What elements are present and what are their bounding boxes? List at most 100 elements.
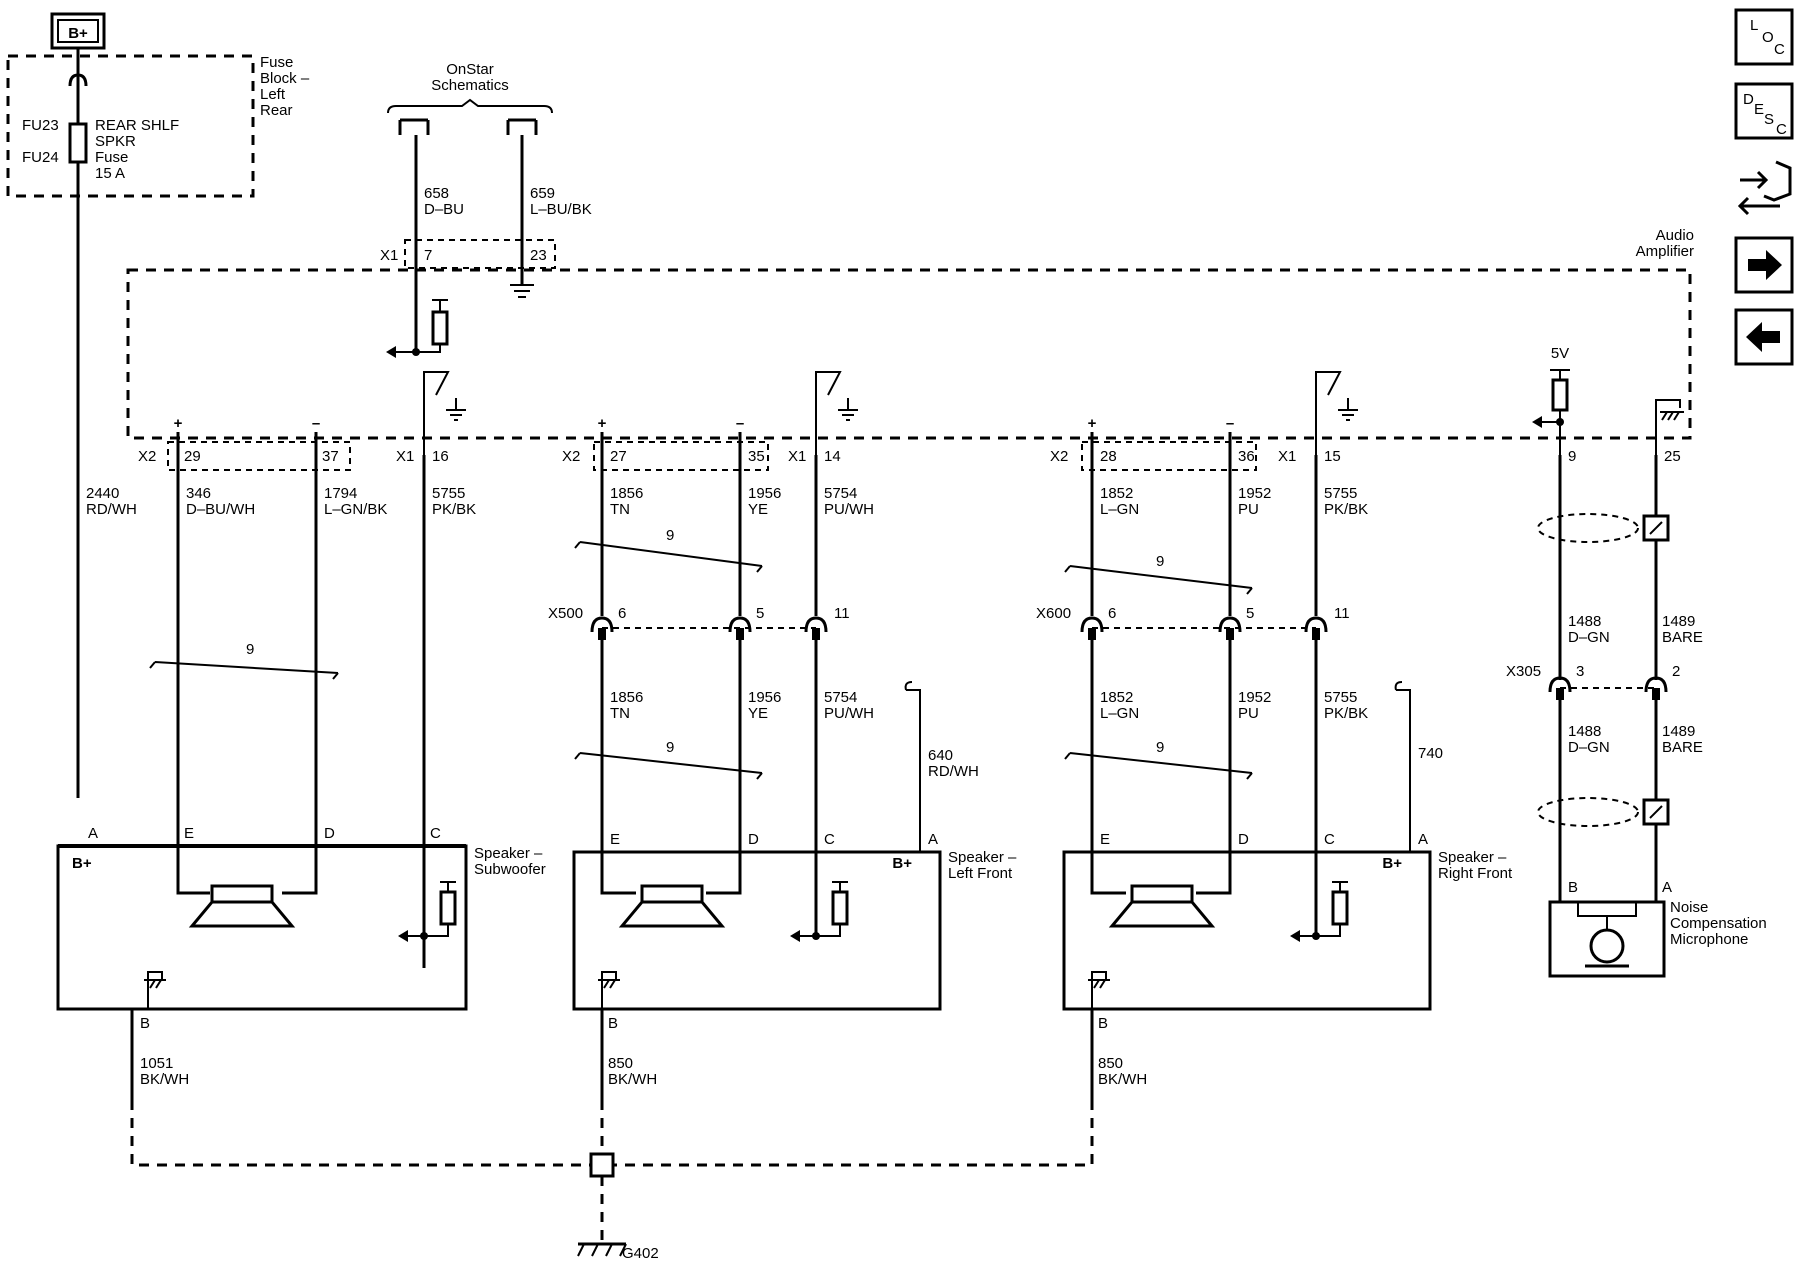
diagram-label: S <box>1764 111 1774 128</box>
diagram-label: E <box>1754 101 1764 118</box>
diagram-label: 5V <box>1551 345 1569 362</box>
diagram-label: Fuse <box>260 54 293 71</box>
diagram-label: X1 <box>1278 448 1296 465</box>
diagram-label: C <box>1776 121 1787 138</box>
diagram-label: 23 <box>530 247 547 264</box>
diagram-label: C <box>430 825 441 842</box>
amp-internal-grounds <box>423 371 1358 455</box>
diagram-label: RD/WH <box>928 763 979 780</box>
diagram-label: 9 <box>246 641 254 658</box>
diagram-label: 1852 <box>1100 485 1133 502</box>
onstar-schematics-reference: OnStar Schematics 658 D–BU 659 L–BU/BK <box>387 61 592 352</box>
diagram-label: 1952 <box>1238 689 1271 706</box>
fuse-block-left-rear: Fuse Block – Left Rear FU23 FU24 REAR SH… <box>6 48 310 798</box>
diagram-label: A <box>1418 831 1428 848</box>
diagram-label: C <box>1324 831 1335 848</box>
diagram-label: O <box>1762 29 1774 46</box>
diagram-label: TN <box>610 705 630 722</box>
diagram-label: Subwoofer <box>474 861 546 878</box>
nav-locate-button[interactable]: L O C <box>1734 8 1794 66</box>
diagram-label: PU <box>1238 705 1259 722</box>
diagram-label: Fuse <box>95 149 128 166</box>
diagram-label: L–GN <box>1100 501 1139 518</box>
diagram-label: BK/WH <box>1098 1071 1147 1088</box>
diagram-label: 1488 <box>1568 723 1601 740</box>
diagram-label: 29 <box>184 448 201 465</box>
diagram-label: 1956 <box>748 689 781 706</box>
diagram-label: B+ <box>72 855 92 872</box>
nav-prev-button[interactable] <box>1734 308 1794 366</box>
diagram-label: B <box>1568 879 1578 896</box>
diagram-label: YE <box>748 501 768 518</box>
diagram-label: D–GN <box>1568 739 1610 756</box>
diagram-label: A <box>928 831 938 848</box>
diagram-label: 25 <box>1664 448 1681 465</box>
diagram-label: B+ <box>892 855 912 872</box>
diagram-label: X2 <box>562 448 580 465</box>
speaker-subwoofer: A E D C B B+ Speaker – Subwoofer <box>56 825 546 1032</box>
diagram-label: X1 <box>788 448 806 465</box>
diagram-label: B+ <box>68 25 88 42</box>
diagram-label: L–GN <box>1100 705 1139 722</box>
diagram-label: 5754 <box>824 689 857 706</box>
diagram-label: PU/WH <box>824 501 874 518</box>
diagram-label: 346 <box>186 485 211 502</box>
speaker-icon <box>1130 884 1194 904</box>
diagram-label: 6 <box>618 605 626 622</box>
diagram-label: Microphone <box>1670 931 1748 948</box>
diagram-label: 27 <box>610 448 627 465</box>
diagram-label: 1489 <box>1662 723 1695 740</box>
fuse-symbol <box>68 122 88 164</box>
nav-next-button[interactable] <box>1734 236 1794 294</box>
diagram-label: PK/BK <box>1324 705 1368 722</box>
diagram-label: 740 <box>1418 745 1443 762</box>
diagram-label: FU24 <box>22 149 59 166</box>
diagram-label: 14 <box>824 448 841 465</box>
diagram-label: 9 <box>1156 553 1164 570</box>
connector-wrench-icon[interactable] <box>1737 160 1792 216</box>
diagram-label: B <box>1098 1015 1108 1032</box>
diagram-label: X2 <box>1050 448 1068 465</box>
diagram-label: 35 <box>748 448 765 465</box>
diagram-label: Speaker – <box>1438 849 1507 866</box>
diagram-label: PU/WH <box>824 705 874 722</box>
diagram-label: Block – <box>260 70 310 87</box>
diagram-label: 850 <box>1098 1055 1123 1072</box>
left-front-circuit-wires: 9 9 1856 TN 1956 YE 5754 PU/WH 1856 TN 1… <box>574 432 979 936</box>
diagram-label: – <box>312 415 320 432</box>
diagram-label: 850 <box>608 1055 633 1072</box>
inline-connector-x600: X600 6 5 11 <box>1036 605 1350 640</box>
arrow-left-icon <box>1746 322 1780 352</box>
diagram-label: A <box>88 825 98 842</box>
diagram-label: 5755 <box>1324 485 1357 502</box>
diagram-label: D <box>748 831 759 848</box>
diagram-label: L–GN/BK <box>324 501 387 518</box>
diagram-label: 37 <box>322 448 339 465</box>
onstar-input-resistor <box>386 299 449 358</box>
diagram-label: Left Front <box>948 865 1013 882</box>
diagram-label: OnStar <box>446 61 494 78</box>
diagram-label: E <box>1100 831 1110 848</box>
diagram-label: 16 <box>432 448 449 465</box>
diagram-label: 1852 <box>1100 689 1133 706</box>
nav-description-button[interactable]: D E S C <box>1734 82 1794 140</box>
diagram-label: 36 <box>1238 448 1255 465</box>
bplus-power-source: B+ <box>50 12 106 50</box>
diagram-label: L <box>1750 17 1758 34</box>
diagram-label: X2 <box>138 448 156 465</box>
diagram-label: C <box>1774 41 1785 58</box>
speaker-left-front: E D C A B B+ Speaker – Left Front <box>572 831 1017 1032</box>
diagram-label: E <box>610 831 620 848</box>
diagram-label: Speaker – <box>948 849 1017 866</box>
diagram-label: 640 <box>928 747 953 764</box>
diagram-label: C <box>824 831 835 848</box>
subwoofer-circuit-wires: 9 2440 RD/WH 346 D–BU/WH 1794 L–GN/BK 57… <box>86 432 476 968</box>
arrow-right-icon <box>1748 250 1782 280</box>
diagram-label: 3 <box>1576 663 1584 680</box>
diagram-label: D–GN <box>1568 629 1610 646</box>
diagram-label: Compensation <box>1670 915 1767 932</box>
diagram-label: 2 <box>1672 663 1680 680</box>
diagram-label: 5754 <box>824 485 857 502</box>
right-front-circuit-wires: 9 9 1852 L–GN 1952 PU 5755 PK/BK 1852 L–… <box>1064 432 1443 936</box>
